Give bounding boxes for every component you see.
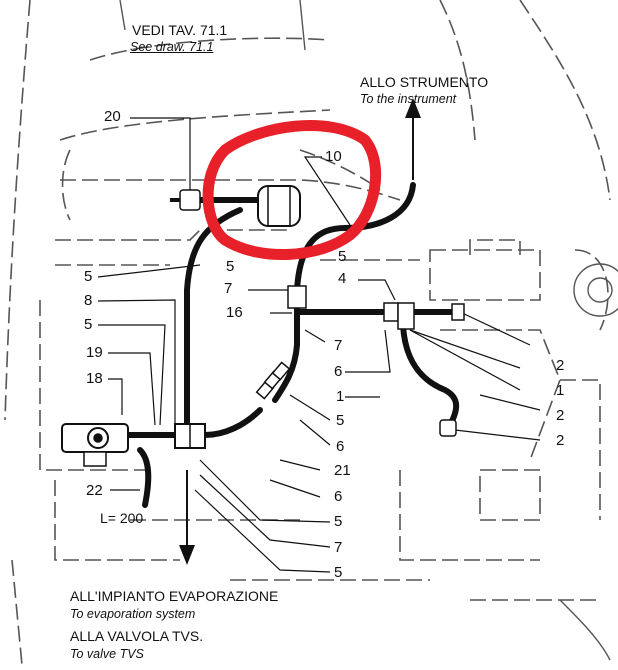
part-number: 7: [334, 539, 343, 556]
part-number: 2: [556, 432, 565, 449]
part-number: 4: [338, 270, 347, 287]
part-number: 7: [334, 337, 343, 354]
output-evap-it: ALL'IMPIANTO EVAPORAZIONE: [70, 588, 279, 604]
t-fitting-top: [287, 285, 307, 309]
part-number: 21: [334, 462, 351, 479]
arrow-up-icon: [405, 98, 421, 180]
inline-connector: [255, 361, 291, 400]
part-number: 8: [84, 292, 93, 309]
part-number: 16: [226, 304, 243, 321]
output-tvs-en: To valve TVS: [70, 647, 144, 661]
part-number: 7: [224, 280, 233, 297]
part-number: 19: [86, 344, 103, 361]
cross-fitting: [174, 423, 206, 449]
valve-18: [61, 423, 129, 467]
output-instrument-en: To the instrument: [360, 92, 457, 106]
part-number: 6: [334, 488, 343, 505]
output-instrument-it: ALLO STRUMENTO: [360, 74, 489, 90]
part-number: 20: [104, 108, 121, 125]
length-note: L= 200: [100, 510, 144, 526]
filter-canister-10: [257, 185, 301, 227]
part-number: 5: [334, 513, 343, 530]
part-number: 6: [334, 363, 343, 380]
part-number: 5: [338, 248, 347, 265]
hose-clip-20: [179, 189, 201, 211]
part-number: 10: [325, 148, 342, 165]
part-number: 1: [336, 388, 345, 405]
part-number: 22: [86, 482, 103, 499]
output-evap-en: To evaporation system: [70, 607, 196, 621]
fine-lines: [119, 0, 618, 661]
part-number: 6: [336, 438, 345, 455]
fittings: [61, 185, 465, 467]
part-number: 5: [334, 564, 343, 581]
part-number: 2: [556, 407, 565, 424]
highlight-circle: [202, 120, 382, 260]
part-number: 2: [556, 357, 565, 374]
part-number: 5: [226, 258, 235, 275]
ref-title-it: VEDI TAV. 71.1: [132, 22, 228, 38]
leader-lines: [97, 117, 541, 573]
end-cap: [439, 419, 457, 437]
part-number: 5: [84, 268, 93, 285]
part-number: 1: [556, 382, 565, 399]
part-number: 18: [86, 370, 103, 387]
body-outline: [4, 0, 611, 666]
output-tvs-it: ALLA VALVOLA TVS.: [70, 628, 204, 644]
part-number: 5: [336, 412, 345, 429]
t-fitting-right: [397, 302, 415, 330]
hoses: [125, 182, 461, 508]
ref-title-en: See draw. 71.1: [130, 40, 214, 54]
arrow-down-icon: [179, 470, 195, 565]
part-number: 5: [84, 316, 93, 333]
